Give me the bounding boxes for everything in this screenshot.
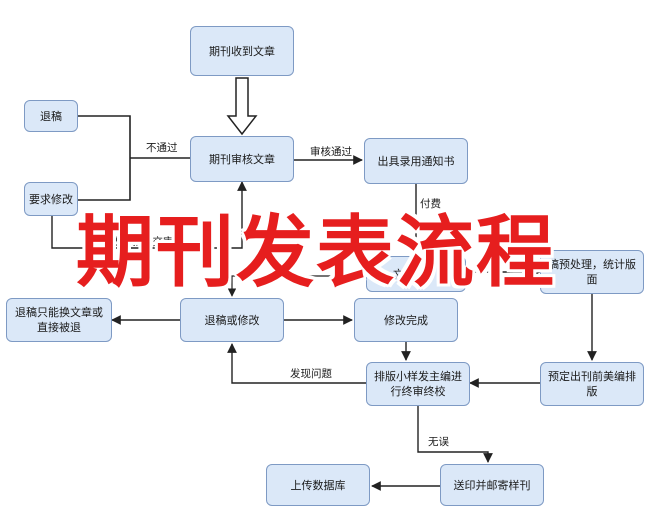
overlay-title: 期刊发表流程 — [75, 208, 556, 298]
node-typeset-proof: 排版小样发主编进行终审终校 — [366, 362, 470, 406]
node-article: 文章 — [366, 256, 466, 292]
label-found-issue: 发现问题 — [290, 368, 332, 380]
label-pay-fee: 付费 — [420, 198, 441, 210]
node-withdraw-other: 退稿只能换文章或直接被退 — [6, 298, 112, 342]
node-upload-db: 上传数据库 — [266, 464, 370, 506]
node-revision-done: 修改完成 — [354, 298, 458, 342]
label-review-pass: 审核通过 — [310, 146, 352, 158]
node-reject: 退稿 — [24, 100, 78, 132]
node-print-send: 送印并邮寄样刊 — [440, 464, 544, 506]
node-review: 期刊审核文章 — [190, 136, 294, 182]
hollow-arrow-receive-to-review — [226, 77, 258, 136]
label-not-pass: 不通过 — [146, 142, 178, 154]
edge-reject-bracket — [78, 115, 131, 201]
node-reject-or-revise: 退稿或修改 — [180, 298, 284, 342]
label-resubmit: 修改重新提交审核 — [100, 236, 184, 248]
node-revise-request: 要求修改 — [24, 182, 78, 216]
label-no-error: 无误 — [428, 436, 449, 448]
node-schedule-layout: 预定出刊前美编排版 — [540, 362, 644, 406]
edge-article-to-reject-or-revise — [227, 275, 368, 297]
node-receive: 期刊收到文章 — [190, 26, 294, 76]
edge-found-issue — [227, 343, 366, 384]
node-acceptance: 出具录用通知书 — [364, 138, 468, 184]
node-preprocess: 稿预处理，统计版面 — [540, 250, 644, 294]
edge-resubmit — [51, 181, 247, 249]
edge-no-error — [417, 406, 493, 463]
